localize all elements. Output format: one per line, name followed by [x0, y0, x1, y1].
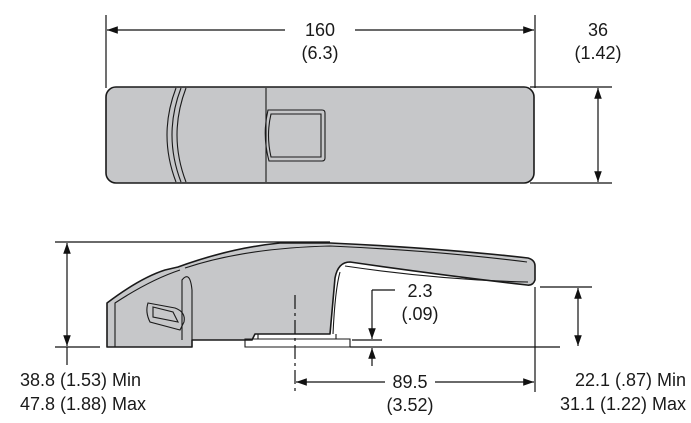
width-mm-label: 36 [588, 20, 608, 40]
latch-top-body [105, 86, 535, 184]
catch-slot [146, 302, 185, 331]
latch-side-body [106, 242, 536, 348]
height-min-label: 38.8 (1.53) Min [20, 370, 141, 390]
handle-max-label: 31.1 (1.22) Max [560, 394, 686, 414]
gap-mm-label: 2.3 [407, 281, 432, 301]
length-mm-label: 160 [305, 20, 335, 40]
top-view: 160 (6.3) 36 (1.42) [105, 15, 622, 184]
length-in-label: (6.3) [301, 43, 338, 63]
contour-lines [114, 245, 529, 347]
gap-in-label: (.09) [401, 304, 438, 324]
divider-groove [166, 87, 187, 183]
push-button [264, 109, 326, 162]
side-view: 2.3 (.09) 89.5 (3.52) 38.8 (1.53) Min 47… [20, 241, 686, 415]
base-plate-edge [257, 334, 337, 339]
offset-mm-label: 89.5 [392, 372, 427, 392]
handle-min-label: 22.1 (.87) Min [575, 370, 686, 390]
base-plate [244, 338, 351, 348]
offset-in-label: (3.52) [386, 395, 433, 415]
height-max-label: 47.8 (1.88) Max [20, 394, 146, 414]
width-in-label: (1.42) [574, 43, 621, 63]
push-button-inner [267, 113, 322, 158]
